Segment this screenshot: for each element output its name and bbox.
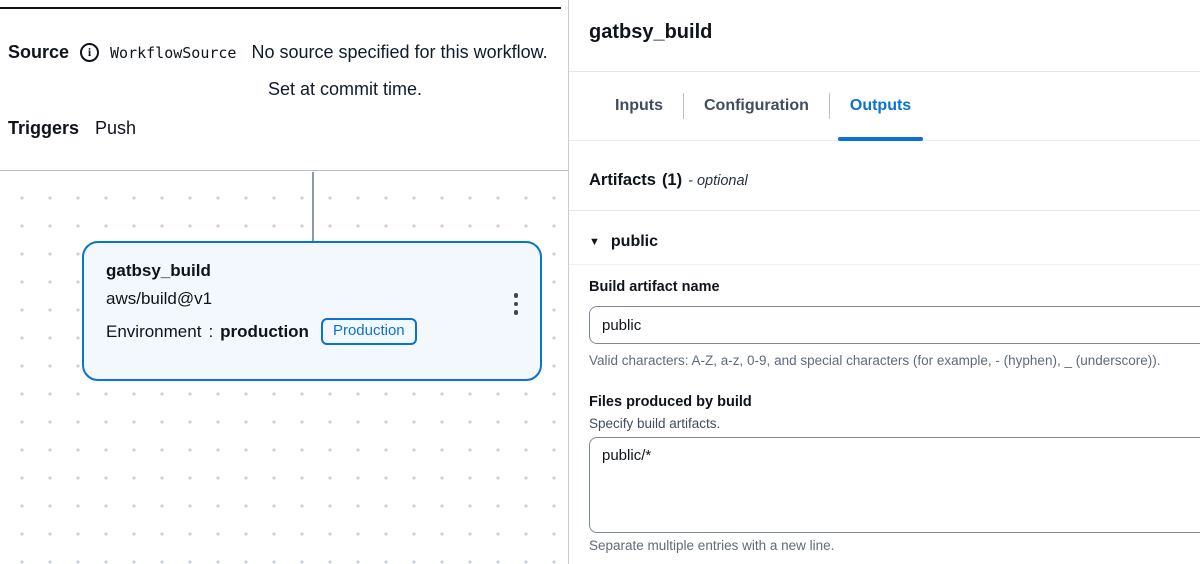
workflow-header: Source WorkflowSource No source specifie… (0, 0, 568, 171)
source-row: Source WorkflowSource No source specifie… (8, 42, 548, 63)
triggers-row: Triggers Push (8, 118, 136, 139)
source-note-text: Set at commit time. (268, 79, 423, 99)
source-name: WorkflowSource (110, 43, 237, 62)
node-details-panel: gatbsy_build Inputs Configuration Output… (568, 0, 1200, 564)
source-label: Source (8, 42, 70, 62)
triggers-label: Triggers (8, 118, 80, 138)
workflow-graph-canvas[interactable]: gatbsy_build aws/build@v1 Environment : … (0, 172, 568, 564)
node-kebab-menu-icon[interactable] (508, 287, 525, 321)
top-divider (0, 7, 561, 9)
section-divider (569, 264, 1200, 265)
panel-tabs: Inputs Configuration Outputs (569, 72, 1200, 141)
node-title: gatbsy_build (106, 261, 211, 280)
workflow-canvas-region: Source WorkflowSource No source specifie… (0, 0, 568, 564)
artifacts-count: (1) (661, 171, 683, 189)
kebab-dot (513, 293, 518, 298)
panel-title-divider (569, 71, 1200, 72)
build-artifact-name-input[interactable] (589, 306, 1200, 344)
artifact-section-name: public (610, 233, 658, 250)
tab-inputs[interactable]: Inputs (615, 97, 663, 114)
tab-separator (828, 93, 830, 119)
files-produced-label: Files produced by build (589, 394, 752, 410)
artifacts-heading: Artifacts (1) - optional (589, 171, 748, 190)
artifacts-heading-label: Artifacts (589, 171, 656, 189)
build-artifact-name-constraint: Valid characters: A-Z, a-z, 0-9, and spe… (589, 353, 1161, 368)
environment-separator: : (208, 321, 214, 341)
info-icon[interactable] (80, 43, 100, 62)
artifact-section-expander[interactable]: public (589, 233, 658, 251)
environment-value: production (220, 321, 309, 341)
files-produced-description: Specify build artifacts. (589, 416, 721, 431)
tab-outputs[interactable]: Outputs (830, 72, 931, 141)
triggers-value: Push (95, 118, 137, 138)
tab-configuration[interactable]: Configuration (704, 97, 809, 114)
artifacts-divider (569, 210, 1200, 211)
node-action-id: aws/build@v1 (106, 289, 213, 308)
files-produced-constraint: Separate multiple entries with a new lin… (589, 538, 835, 553)
kebab-dot (513, 310, 518, 315)
panel-title: gatbsy_build (589, 21, 713, 43)
node-connector-line (312, 172, 314, 242)
source-status-text: No source specified for this workflow. (251, 42, 548, 62)
workflow-node-card[interactable]: gatbsy_build aws/build@v1 Environment : … (82, 241, 542, 381)
kebab-dot (513, 301, 518, 306)
artifacts-optional-text: - optional (688, 173, 748, 189)
node-environment-row: Environment : production Production (106, 318, 518, 345)
chevron-down-icon (589, 237, 600, 248)
tab-separator (683, 93, 684, 119)
environment-badge: Production (320, 318, 417, 345)
build-artifact-name-label: Build artifact name (589, 279, 720, 295)
files-produced-textarea[interactable]: public/* (589, 437, 1200, 533)
environment-label: Environment (106, 321, 202, 341)
